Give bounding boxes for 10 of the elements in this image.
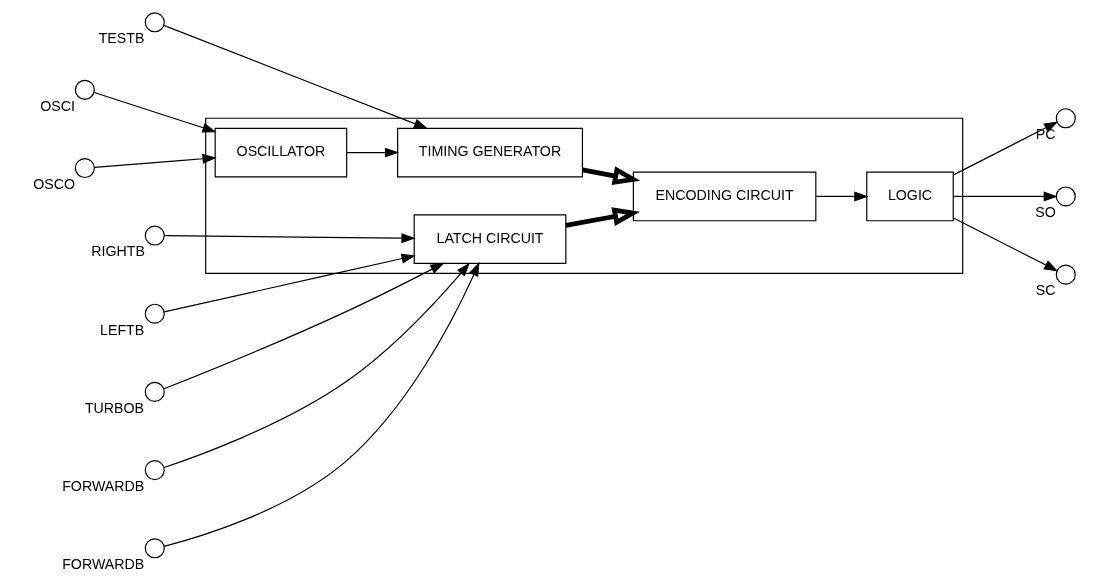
node-label: OSCI bbox=[39, 97, 75, 114]
node-label: FORWARDB bbox=[61, 556, 144, 573]
node-label: OSCO bbox=[32, 175, 75, 192]
node-label: TESTB bbox=[98, 30, 144, 47]
node-label: RIGHTB bbox=[90, 243, 145, 260]
node-label: SC bbox=[1035, 282, 1056, 299]
node-label: SO bbox=[1034, 204, 1056, 221]
node-label: FORWARDB bbox=[61, 477, 144, 494]
node-label: LEFTB bbox=[99, 321, 144, 338]
node-label: TURBOB bbox=[84, 399, 144, 416]
